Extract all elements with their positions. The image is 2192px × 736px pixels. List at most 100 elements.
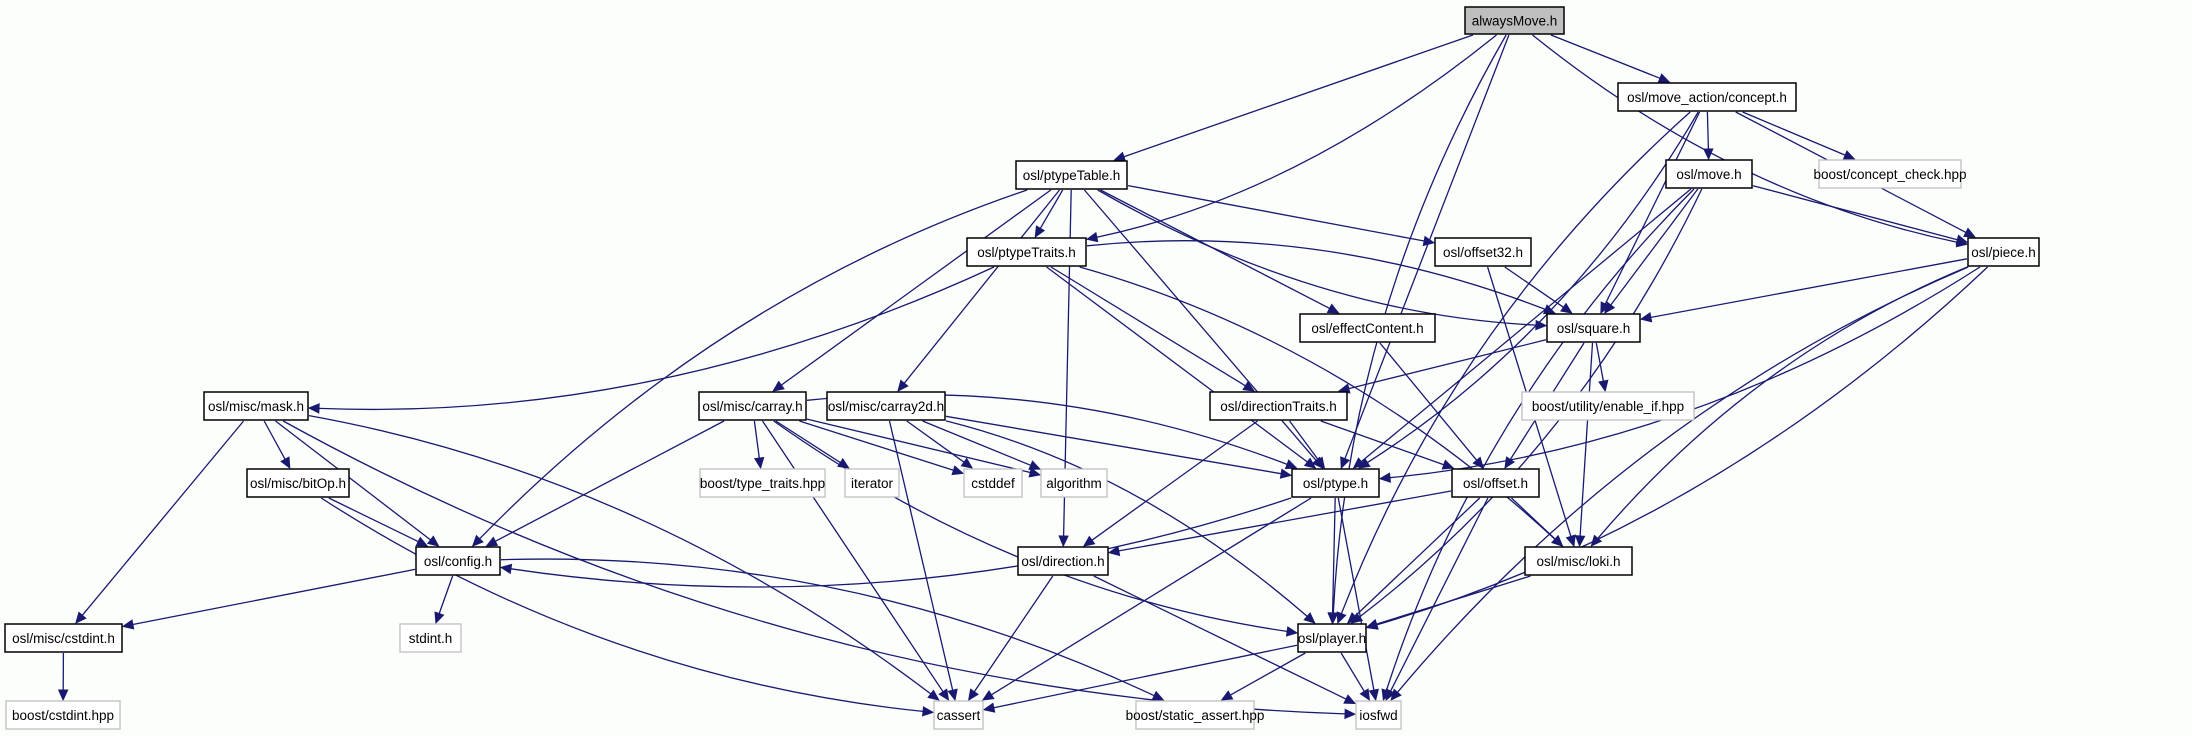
node-label-iosfwd: iosfwd <box>1359 708 1397 723</box>
node-ptypeTable[interactable]: osl/ptypeTable.h <box>1015 160 1128 190</box>
node-label-loki: osl/misc/loki.h <box>1536 554 1620 569</box>
node-box-piece <box>1967 237 2040 267</box>
edge-alwaysMove-to-ptype <box>1344 34 1510 459</box>
edge-carray2d-to-player <box>945 420 1308 617</box>
arrowhead-ptype-to-config <box>499 563 513 575</box>
edge-direction-to-iosfwd <box>1093 575 1347 700</box>
node-player[interactable]: osl/player.h <box>1297 623 1367 653</box>
node-label-cassert: cassert <box>937 708 981 723</box>
arrowhead-carray-to-algorithm <box>1028 467 1042 478</box>
arrowhead-bitOp-to-config <box>415 536 429 547</box>
node-cstddef: cstddef <box>963 468 1023 498</box>
node-box-concept <box>1617 82 1797 112</box>
node-label-bitOp: osl/misc/bitOp.h <box>250 476 346 491</box>
edge-offset32-to-square <box>1504 266 1564 308</box>
node-offset32[interactable]: osl/offset32.h <box>1434 237 1532 267</box>
edge-direction-to-cassert <box>973 575 1054 693</box>
edge-move-to-square <box>1610 188 1699 306</box>
edge-carray-to-cstddef <box>799 420 954 471</box>
edge-ptype-to-iosfwd <box>1337 497 1375 691</box>
edge-piece-to-ptype <box>1389 266 1981 479</box>
edge-carray2d-to-cstddef <box>906 420 965 463</box>
arrowhead-mask-to-cstdint <box>75 611 87 624</box>
node-effectContent[interactable]: osl/effectContent.h <box>1299 313 1436 343</box>
edge-ptypeTable-to-square <box>1097 189 1537 326</box>
node-box-stdint <box>399 623 462 653</box>
arrowhead-offset-to-direction <box>1107 545 1121 557</box>
node-box-directionTraits <box>1209 391 1348 421</box>
node-label-config: osl/config.h <box>424 554 492 569</box>
node-direction[interactable]: osl/direction.h <box>1017 546 1109 576</box>
node-piece[interactable]: osl/piece.h <box>1967 237 2040 267</box>
node-box-effectContent <box>1299 313 1436 343</box>
edge-mask-to-bitOp <box>263 420 286 460</box>
edge-carray-to-iterator <box>775 420 841 464</box>
edge-piece-to-player <box>1376 266 1989 626</box>
node-box-static_assert <box>1135 700 1255 730</box>
node-carray[interactable]: osl/misc/carray.h <box>698 391 807 421</box>
node-directionTraits[interactable]: osl/directionTraits.h <box>1209 391 1348 421</box>
arrowhead-ptypeTable-to-carray <box>772 380 785 392</box>
node-box-cstdint <box>4 623 123 653</box>
arrowhead-loki-to-player <box>1365 618 1379 629</box>
node-box-carray2d <box>826 391 946 421</box>
node-stdint: stdint.h <box>399 623 462 653</box>
arrowhead-ptypeTable-to-direction <box>1058 535 1069 548</box>
edge-mask-to-cassert <box>308 414 932 695</box>
arrowhead-carray-to-player <box>1285 626 1299 637</box>
edge-config-to-cstdint <box>132 568 416 626</box>
node-concept[interactable]: osl/move_action/concept.h <box>1617 82 1797 112</box>
node-loki[interactable]: osl/misc/loki.h <box>1524 546 1633 576</box>
arrowhead-mask-to-iosfwd <box>1344 708 1357 720</box>
node-bitOp[interactable]: osl/misc/bitOp.h <box>246 468 350 498</box>
edge-ptype-to-player <box>1331 497 1336 614</box>
arrowhead-concept-to-player <box>1336 611 1347 625</box>
node-cstdint[interactable]: osl/misc/cstdint.h <box>4 623 123 653</box>
arrowhead-ptype-to-iosfwd <box>1368 688 1379 702</box>
arrowhead-direction-to-iosfwd <box>1343 694 1357 705</box>
arrowhead-directionTraits-to-offset <box>1441 459 1455 470</box>
node-mask[interactable]: osl/misc/mask.h <box>203 391 309 421</box>
node-offset[interactable]: osl/offset.h <box>1451 468 1540 498</box>
arrowhead-alwaysMove-to-ptypeTraits <box>1085 231 1099 243</box>
node-box-bitOp <box>246 468 350 498</box>
edge-directionTraits-to-ptype <box>1289 420 1319 461</box>
edge-ptypeTable-to-carray2d <box>903 189 1061 384</box>
arrowhead-concept-to-piece <box>1963 227 1976 238</box>
arrowhead-offset-to-iosfwd <box>1385 688 1396 702</box>
node-move[interactable]: osl/move.h <box>1665 159 1753 189</box>
arrowhead-mask-to-bitOp <box>280 456 291 470</box>
edge-directionTraits-to-direction <box>1091 420 1258 541</box>
edge-concept-to-square <box>1604 111 1701 305</box>
edge-alwaysMove-to-ptypeTable <box>1123 34 1474 158</box>
arrowhead-ptypeTable-to-ptypeTraits <box>1034 225 1046 239</box>
node-box-iterator <box>844 468 900 498</box>
node-label-ptype: osl/ptype.h <box>1303 476 1368 491</box>
arrowhead-carray2d-to-algorithm <box>1028 460 1042 470</box>
node-ptype[interactable]: osl/ptype.h <box>1291 468 1380 498</box>
node-iterator: iterator <box>844 468 900 498</box>
node-config[interactable]: osl/config.h <box>415 546 501 576</box>
node-square[interactable]: osl/square.h <box>1546 313 1641 343</box>
arrowhead-bitOp-to-cassert <box>922 706 935 717</box>
node-box-type_traits <box>699 468 826 498</box>
node-alwaysMove[interactable]: alwaysMove.h <box>1464 6 1565 35</box>
edge-alwaysMove-to-ptypeTraits <box>1096 34 1497 238</box>
arrowhead-ptypeTable-to-config <box>471 534 484 547</box>
node-ptypeTraits[interactable]: osl/ptypeTraits.h <box>966 237 1087 267</box>
node-enable_if: boost/utility/enable_if.hpp <box>1521 391 1695 421</box>
arrowhead-direction-to-cassert <box>968 688 979 702</box>
arrowhead-ptypeTraits-to-directionTraits <box>1242 380 1256 392</box>
node-box-boost_cstdint <box>5 700 121 730</box>
edge-piece-to-square <box>1650 258 1968 319</box>
edge-player-to-cassert <box>993 644 1298 709</box>
node-box-ptypeTraits <box>966 237 1087 267</box>
node-label-offset: osl/offset.h <box>1463 476 1528 491</box>
node-label-offset32: osl/offset32.h <box>1443 245 1523 260</box>
edge-ptypeTable-to-carray <box>780 189 1052 386</box>
node-label-player: osl/player.h <box>1298 631 1366 646</box>
node-static_assert: boost/static_assert.hpp <box>1126 700 1264 730</box>
arrowhead-carray-to-config <box>485 536 499 547</box>
arrowhead-carray-to-cstddef <box>951 465 965 476</box>
node-carray2d[interactable]: osl/misc/carray2d.h <box>826 391 946 421</box>
